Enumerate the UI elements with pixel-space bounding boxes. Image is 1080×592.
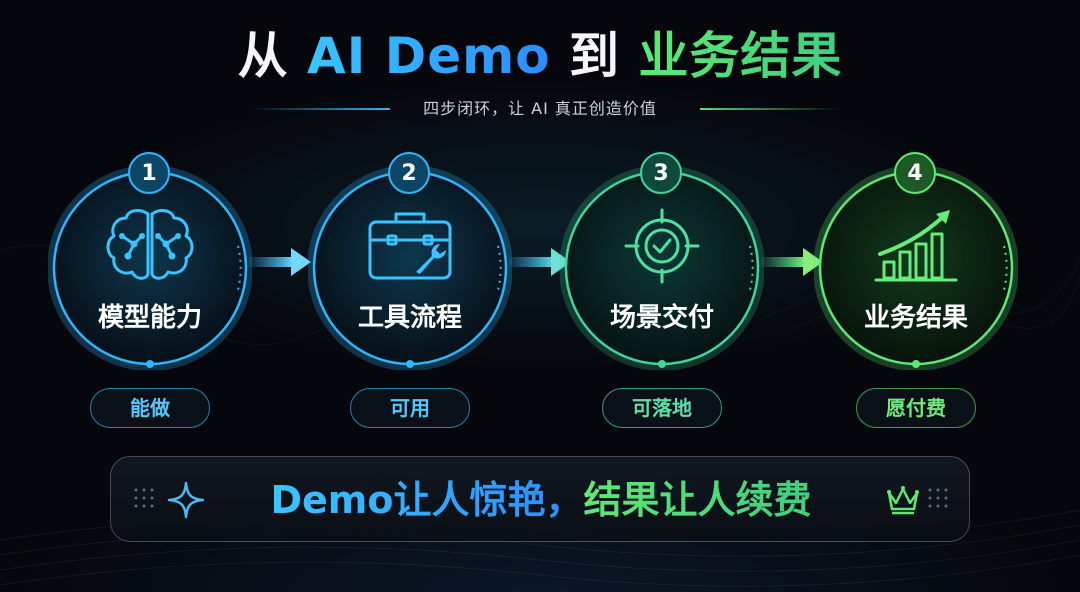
- step-4-number-badge: 4: [894, 152, 936, 194]
- slogan-banner: Demo让人惊艳，结果让人续费: [110, 456, 970, 542]
- decorative-dots-right: [928, 488, 948, 508]
- step-4-business-result: 4 业务结果 愿付费: [814, 152, 1018, 432]
- title-part-to: 到: [550, 27, 639, 85]
- step-1-label: 模型能力: [97, 303, 202, 333]
- brain-icon: [106, 209, 194, 280]
- step-2-label: 工具流程: [357, 303, 462, 333]
- arrow-right-icon-1: [249, 248, 311, 276]
- step-4-tag: 愿付费: [856, 388, 976, 428]
- step-3-scenario-delivery: 3 场景交付 可落地: [560, 152, 764, 432]
- arrow-right-icon-2: [509, 248, 571, 276]
- toolbox-icon: [368, 212, 452, 280]
- subtitle-divider-left: [250, 108, 390, 110]
- growth-chart-icon: [874, 210, 958, 282]
- subtitle-divider-right: [700, 108, 840, 110]
- step-3-number-badge: 3: [640, 152, 682, 194]
- arrow-right-icon-3: [761, 248, 823, 276]
- step-2-tool-workflow: 2 工具流程 可用: [308, 152, 512, 432]
- page-title: 从 AI Demo 到 业务结果: [0, 24, 1080, 88]
- title-part-ai-demo: AI Demo: [307, 27, 551, 85]
- slogan-right: 结果让人续费: [583, 478, 812, 522]
- target-icon: [624, 208, 700, 284]
- step-2-tag: 可用: [350, 388, 470, 428]
- step-1-tag: 能做: [90, 388, 210, 428]
- step-1-number-badge: 1: [128, 152, 170, 194]
- step-1-model-capability: 1 模型能力 能做: [48, 152, 252, 432]
- step-4-label: 业务结果: [863, 303, 968, 333]
- step-2-number-badge: 2: [388, 152, 430, 194]
- slogan-text: Demo让人惊艳，结果让人续费: [111, 457, 971, 543]
- step-3-tag: 可落地: [602, 388, 722, 428]
- sparkle-icon: [167, 481, 205, 519]
- slogan-left: Demo让人惊艳，: [270, 478, 584, 522]
- subtitle: 四步闭环，让 AI 真正创造价值: [423, 99, 657, 118]
- title-part-from: 从: [237, 27, 307, 85]
- decorative-dots-left: [134, 488, 154, 508]
- crown-icon: [887, 486, 919, 515]
- step-3-label: 场景交付: [609, 303, 714, 333]
- title-part-business-result: 业务结果: [638, 27, 843, 85]
